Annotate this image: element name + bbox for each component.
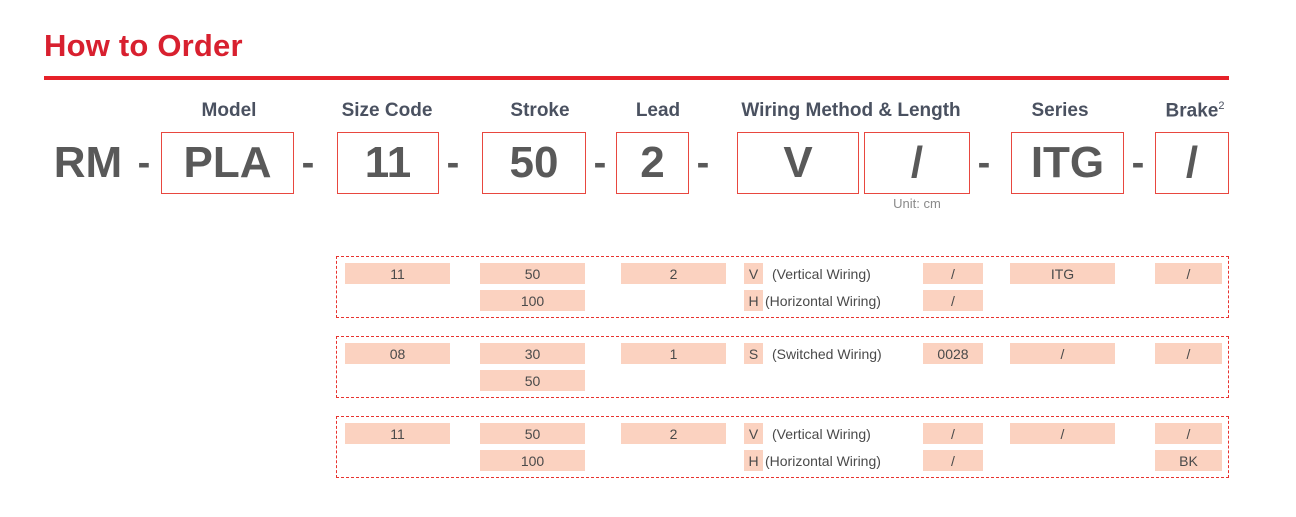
code-separator-5: - — [696, 141, 710, 184]
column-label-size-code: Size Code — [341, 100, 433, 121]
code-box-size-code[interactable]: 11 — [337, 132, 439, 194]
column-label-wiring-method-length: Wiring Method & Length — [741, 100, 961, 121]
option-brake[interactable]: / — [1155, 423, 1222, 444]
option-stroke[interactable]: 50 — [480, 370, 585, 391]
option-row: 50 — [337, 370, 1228, 393]
order-code-area: Model Size Code Stroke Lead Wiring Metho… — [0, 100, 1296, 250]
unit-note: Unit: cm — [893, 196, 941, 211]
option-row: 08 30 1 S (Switched Wiring) 0028 / / — [337, 343, 1228, 366]
code-box-stroke[interactable]: 50 — [482, 132, 586, 194]
column-label-brake-superscript: 2 — [1218, 100, 1225, 112]
option-brake[interactable]: / — [1155, 263, 1222, 284]
option-wiring-letter[interactable]: V — [744, 423, 763, 444]
code-separator-3: - — [446, 141, 460, 184]
option-block-3: 11 50 2 V (Vertical Wiring) / / / 100 H … — [336, 416, 1229, 478]
option-row: 100 H (Horizontal Wiring) / BK — [337, 450, 1228, 473]
code-box-lead[interactable]: 2 — [616, 132, 689, 194]
option-length[interactable]: / — [923, 450, 983, 471]
option-wiring-text: (Switched Wiring) — [772, 345, 882, 362]
option-lead[interactable]: 2 — [621, 263, 726, 284]
option-stroke[interactable]: 30 — [480, 343, 585, 364]
title-block: How to Order — [44, 26, 1229, 80]
option-block-2: 08 30 1 S (Switched Wiring) 0028 / / 50 — [336, 336, 1229, 398]
option-wiring-letter[interactable]: H — [744, 290, 763, 311]
code-separator-7: - — [1131, 141, 1145, 184]
column-label-brake-text: Brake — [1165, 100, 1219, 122]
option-size-code[interactable]: 11 — [345, 423, 450, 444]
code-box-wiring-length[interactable]: / — [864, 132, 970, 194]
option-size-code[interactable]: 11 — [345, 263, 450, 284]
page-title: How to Order — [44, 28, 243, 63]
option-length[interactable]: / — [923, 290, 983, 311]
code-separator-6: - — [977, 141, 991, 184]
code-separator-1: - — [137, 141, 151, 184]
code-box-model[interactable]: PLA — [161, 132, 294, 194]
option-wiring-letter[interactable]: S — [744, 343, 763, 364]
code-box-wiring-method[interactable]: V — [737, 132, 859, 194]
code-box-brake[interactable]: / — [1155, 132, 1229, 194]
option-length[interactable]: / — [923, 263, 983, 284]
code-separator-4: - — [593, 141, 607, 184]
option-size-code[interactable]: 08 — [345, 343, 450, 364]
code-prefix-rm: RM — [53, 138, 123, 187]
option-stroke[interactable]: 50 — [480, 263, 585, 284]
option-series[interactable]: / — [1010, 423, 1115, 444]
option-wiring-text: (Horizontal Wiring) — [765, 452, 881, 469]
option-series[interactable]: ITG — [1010, 263, 1115, 284]
option-wiring-letter[interactable]: V — [744, 263, 763, 284]
option-brake[interactable]: / — [1155, 343, 1222, 364]
column-label-lead: Lead — [635, 100, 681, 121]
option-block-1: 11 50 2 V (Vertical Wiring) / ITG / 100 … — [336, 256, 1229, 318]
option-lead[interactable]: 1 — [621, 343, 726, 364]
option-lead[interactable]: 2 — [621, 423, 726, 444]
option-brake[interactable]: BK — [1155, 450, 1222, 471]
code-box-series[interactable]: ITG — [1011, 132, 1124, 194]
column-label-stroke: Stroke — [510, 100, 570, 121]
option-stroke[interactable]: 50 — [480, 423, 585, 444]
option-wiring-text: (Vertical Wiring) — [772, 425, 871, 442]
option-row: 100 H (Horizontal Wiring) / — [337, 290, 1228, 313]
code-separator-2: - — [301, 141, 315, 184]
option-wiring-text: (Vertical Wiring) — [772, 265, 871, 282]
column-label-model: Model — [201, 100, 257, 121]
option-length[interactable]: / — [923, 423, 983, 444]
option-series[interactable]: / — [1010, 343, 1115, 364]
option-row: 11 50 2 V (Vertical Wiring) / / / — [337, 423, 1228, 446]
title-underline-rule — [44, 76, 1229, 80]
column-label-brake: Brake2 — [1140, 100, 1250, 122]
option-stroke[interactable]: 100 — [480, 290, 585, 311]
option-row: 11 50 2 V (Vertical Wiring) / ITG / — [337, 263, 1228, 286]
option-wiring-text: (Horizontal Wiring) — [765, 292, 881, 309]
column-label-series: Series — [1031, 100, 1089, 121]
option-wiring-letter[interactable]: H — [744, 450, 763, 471]
option-stroke[interactable]: 100 — [480, 450, 585, 471]
option-length[interactable]: 0028 — [923, 343, 983, 364]
